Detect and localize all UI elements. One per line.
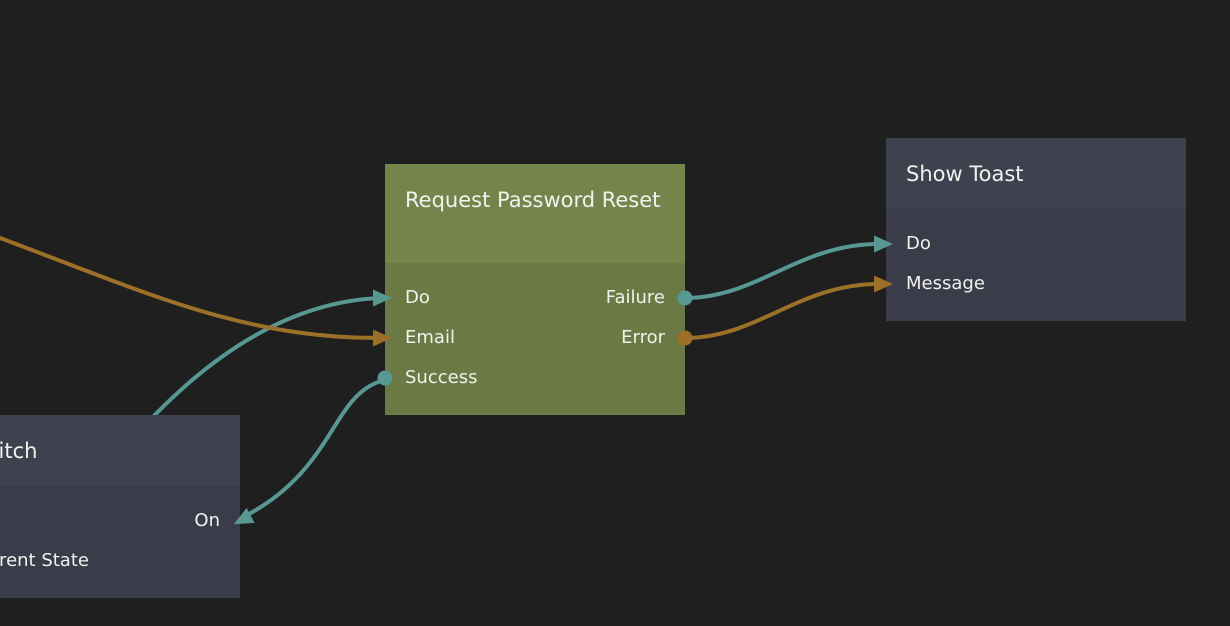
- port-success[interactable]: Success: [405, 367, 478, 388]
- port-message-arrow-icon[interactable]: [874, 275, 893, 293]
- node-header: Switch: [0, 415, 240, 486]
- port-on[interactable]: On: [194, 510, 220, 531]
- node-header: Request Password Reset: [385, 164, 685, 263]
- wire-failure-to-do[interactable]: [683, 242, 881, 300]
- port-do-arrow-icon[interactable]: [874, 235, 893, 253]
- port-failure-dot-icon[interactable]: [677, 290, 693, 306]
- port-success-dot-icon[interactable]: [377, 370, 393, 386]
- port-email[interactable]: Email: [405, 327, 455, 348]
- port-do[interactable]: Do: [405, 287, 430, 308]
- node-title: Switch: [0, 439, 38, 463]
- port-on-arrow-icon[interactable]: [233, 507, 255, 525]
- wire-error-to-message[interactable]: [683, 282, 881, 340]
- port-failure[interactable]: Failure: [605, 287, 665, 308]
- node-header: Show Toast: [886, 138, 1186, 209]
- port-email-arrow-icon[interactable]: [373, 329, 392, 347]
- port-do-arrow-icon[interactable]: [373, 289, 392, 307]
- port-do[interactable]: Do: [906, 233, 931, 254]
- node-title: Request Password Reset: [405, 188, 661, 212]
- port-current-state[interactable]: Current State: [0, 550, 89, 571]
- port-message[interactable]: Message: [906, 273, 985, 294]
- wire-to-email[interactable]: [0, 236, 380, 340]
- node-switch[interactable]: SwitchOnCurrent State: [0, 415, 240, 598]
- port-error[interactable]: Error: [621, 327, 665, 348]
- port-error-dot-icon[interactable]: [677, 330, 693, 346]
- node-title: Show Toast: [906, 162, 1024, 186]
- wire-success-to-on[interactable]: [245, 378, 387, 517]
